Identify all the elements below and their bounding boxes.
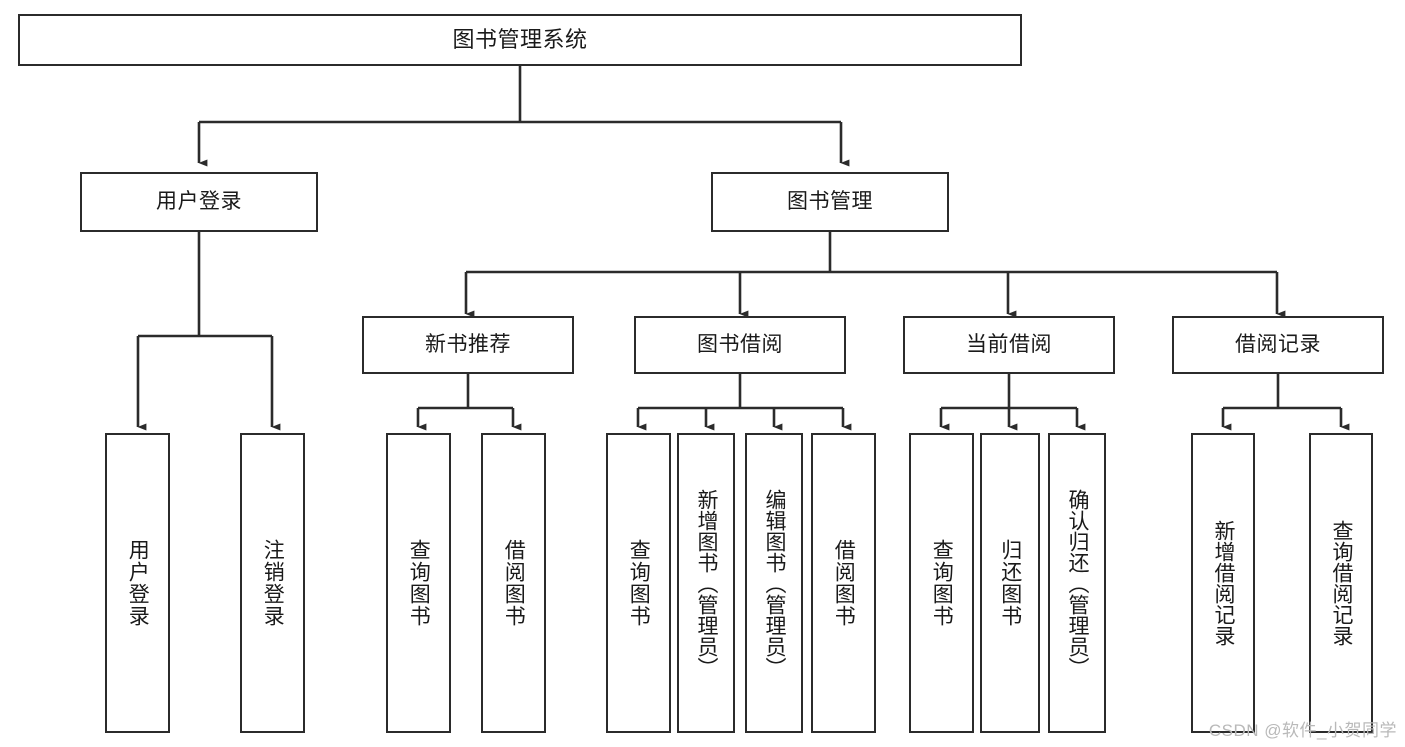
node-leaf-query-book-3[interactable]: 查询图书 [909, 433, 974, 733]
node-leaf-borrow-book-1[interactable]: 借阅图书 [481, 433, 546, 733]
node-current-borrow[interactable]: 当前借阅 [903, 316, 1115, 374]
node-leaf-return-book[interactable]: 归还图书 [980, 433, 1040, 733]
node-label: 图书管理 [787, 189, 873, 213]
node-label: 查询借阅记录 [1329, 520, 1353, 646]
node-label: 归还图书 [998, 539, 1022, 627]
node-leaf-borrow-book-2[interactable]: 借阅图书 [811, 433, 876, 733]
node-label: 图书借阅 [697, 332, 783, 356]
node-book-management-system[interactable]: 图书管理系统 [18, 14, 1022, 66]
node-leaf-query-book-2[interactable]: 查询图书 [606, 433, 671, 733]
node-leaf-confirm-return[interactable]: 确认归还（管理员） [1048, 433, 1106, 733]
node-label: 当前借阅 [966, 332, 1052, 356]
node-borrow-record[interactable]: 借阅记录 [1172, 316, 1384, 374]
node-new-book-recommend[interactable]: 新书推荐 [362, 316, 574, 374]
node-leaf-user-login[interactable]: 用户登录 [105, 433, 170, 733]
node-leaf-add-book[interactable]: 新增图书（管理员） [677, 433, 735, 733]
node-label: 查询图书 [627, 539, 651, 627]
node-leaf-query-record[interactable]: 查询借阅记录 [1309, 433, 1373, 733]
node-book-manage[interactable]: 图书管理 [711, 172, 949, 232]
node-label: 借阅图书 [502, 539, 526, 627]
node-label: 借阅图书 [832, 539, 856, 627]
node-label: 用户登录 [126, 539, 150, 627]
node-label: 注销登录 [261, 539, 285, 627]
node-label: 用户登录 [156, 189, 242, 213]
node-label: 确认归还（管理员） [1065, 488, 1089, 678]
node-book-borrow[interactable]: 图书借阅 [634, 316, 846, 374]
node-label: 新增借阅记录 [1211, 520, 1235, 646]
node-leaf-edit-book[interactable]: 编辑图书（管理员） [745, 433, 803, 733]
node-leaf-query-book-1[interactable]: 查询图书 [386, 433, 451, 733]
node-leaf-logout-login[interactable]: 注销登录 [240, 433, 305, 733]
node-label: 新增图书（管理员） [694, 488, 718, 678]
node-label: 编辑图书（管理员） [762, 488, 786, 678]
node-label: 新书推荐 [425, 332, 511, 356]
node-label: 图书管理系统 [452, 27, 588, 53]
csdn-watermark: CSDN @软件_小贺同学 [1208, 721, 1397, 740]
node-label: 查询图书 [407, 539, 431, 627]
node-leaf-add-record[interactable]: 新增借阅记录 [1191, 433, 1255, 733]
node-label: 查询图书 [930, 539, 954, 627]
node-user-login[interactable]: 用户登录 [80, 172, 318, 232]
node-label: 借阅记录 [1235, 332, 1321, 356]
